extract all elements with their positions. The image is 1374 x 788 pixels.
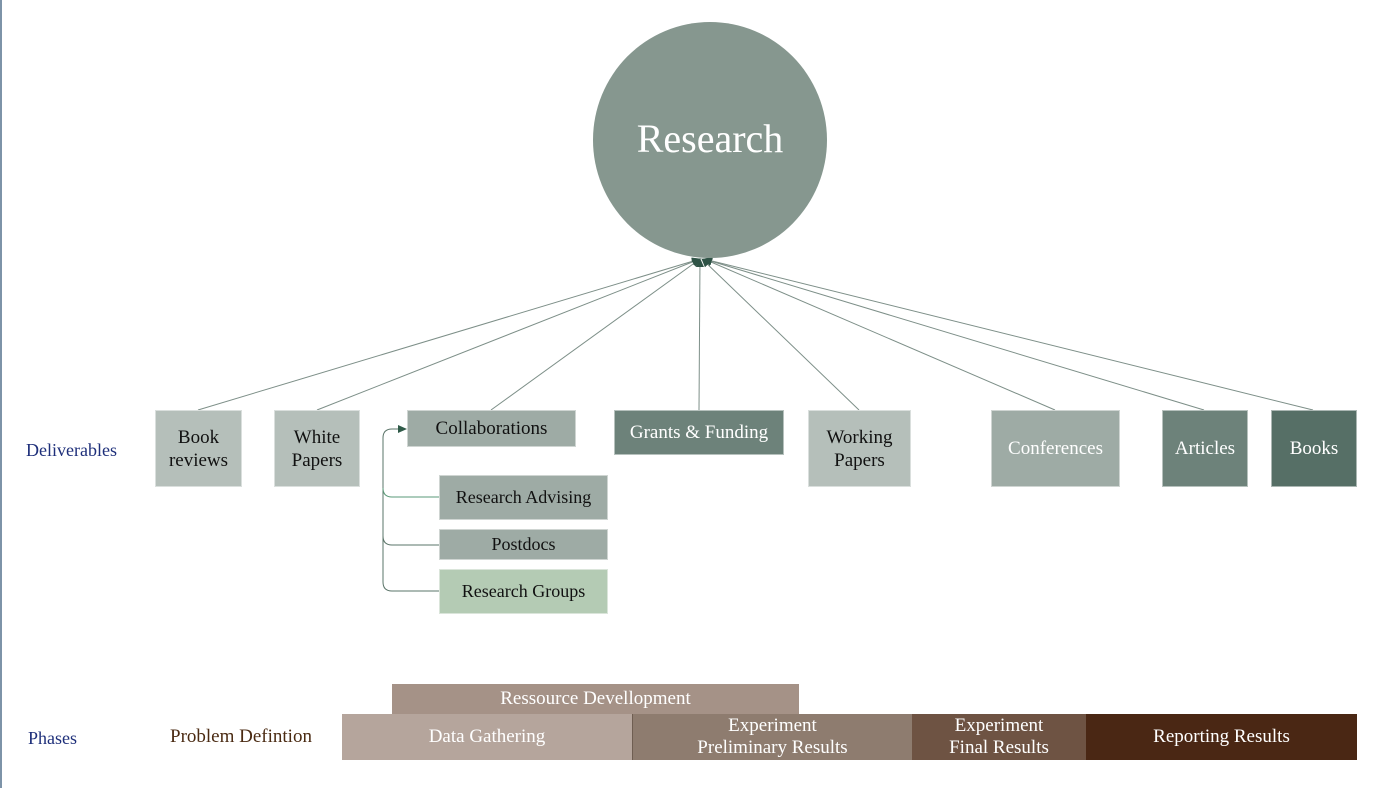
link-collaborations (490, 258, 701, 411)
box-label: Collaborations (435, 418, 548, 439)
phase-problem-definition: Problem Defintion (170, 726, 312, 747)
link-articles (703, 257, 1205, 411)
box-label: Grants & Funding (629, 422, 769, 443)
link-research-advising (382, 487, 440, 498)
link-grants-funding (695, 258, 704, 411)
collab-research-advising[interactable]: Research Advising (439, 475, 608, 520)
box-label-line2: reviews (168, 449, 229, 471)
box-label: Articles (1174, 438, 1236, 459)
research-node-label: Research (636, 115, 784, 161)
box-label: Books (1289, 438, 1339, 459)
phase-label: Ressource Devellopment (500, 688, 691, 709)
box-label: Research Groups (461, 581, 586, 601)
left-edge-border (0, 0, 2, 788)
link-research-groups-to-collaborations (382, 425, 440, 592)
box-label: Research Advising (455, 487, 592, 507)
link-books (703, 257, 1314, 411)
phase-label-line1: Experiment (728, 715, 817, 736)
collab-research-groups[interactable]: Research Groups (439, 569, 608, 614)
deliverable-conferences[interactable]: Conferences (991, 410, 1120, 487)
deliverables-row-label: Deliverables (26, 440, 117, 460)
box-label-line1: Book (177, 426, 220, 448)
box-label: Postdocs (491, 534, 556, 554)
phase-label-line1: Experiment (954, 715, 1044, 736)
research-node[interactable]: Research (593, 22, 827, 258)
deliverable-grants-funding[interactable]: Grants & Funding (614, 410, 784, 455)
phase-reporting-results[interactable]: Reporting Results (1086, 714, 1357, 760)
link-white-papers (316, 258, 701, 411)
box-label: Conferences (1008, 438, 1103, 459)
phase-label-line2: Final Results (949, 737, 1049, 758)
box-label-line2: Papers (291, 449, 343, 471)
phase-data-gathering[interactable]: Data Gathering (342, 714, 632, 760)
link-postdocs (382, 535, 440, 546)
phase-label-line2: Preliminary Results (697, 737, 848, 758)
phase-label: Reporting Results (1153, 726, 1290, 747)
box-label-line2: Papers (834, 449, 885, 471)
link-book-reviews (197, 257, 701, 411)
collab-postdocs[interactable]: Postdocs (439, 529, 608, 560)
deliverable-books[interactable]: Books (1271, 410, 1357, 487)
phase-ressource-devellopment[interactable]: Ressource Devellopment (392, 684, 799, 714)
deliverable-articles[interactable]: Articles (1162, 410, 1248, 487)
link-working-papers (701, 258, 860, 411)
phase-label: Data Gathering (428, 726, 546, 747)
box-label-line1: Working (826, 426, 893, 448)
phases-row-label: Phases (28, 728, 77, 748)
deliverable-collaborations[interactable]: Collaborations (407, 410, 576, 447)
link-conferences (703, 258, 1056, 411)
box-label-line1: White (293, 426, 341, 448)
